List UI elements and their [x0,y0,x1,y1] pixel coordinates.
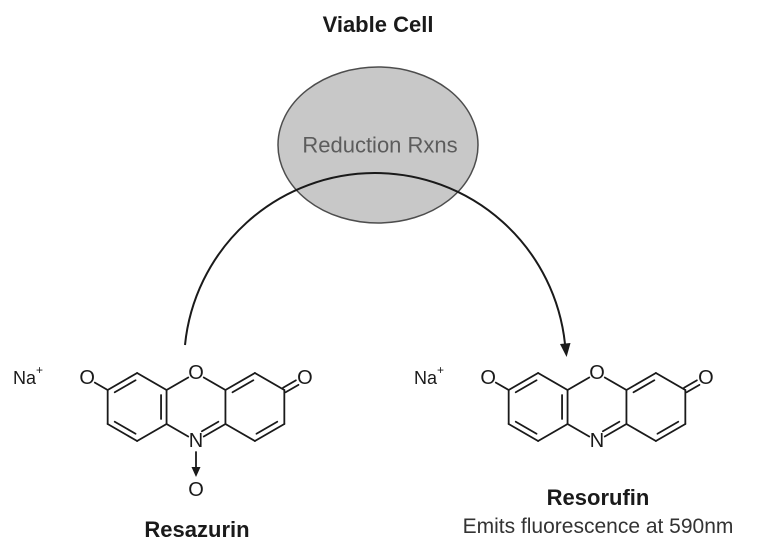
double-bond-line [514,379,538,394]
bond [106,423,139,442]
sodium-charge: + [437,363,444,377]
reduction-arrow-arc [184,172,566,346]
bond [165,423,190,438]
diagram-title: Viable Cell [323,12,434,37]
resorufin-structure: Na+ O O O N [414,362,714,452]
carbonyl-double-bond-line [685,383,701,394]
sodium-symbol: Na [414,368,438,388]
carbonyl-double-bond-line [683,379,698,389]
carbonyl-double-bond-line [284,383,300,394]
ring-nitrogen-label: N [189,430,203,452]
reduction-arrowhead [560,343,571,357]
bond [537,372,569,391]
hydroxyl-oxygen-label: O [79,367,95,389]
viable-cell-ellipse [277,66,479,224]
bond [507,423,540,442]
bond [202,376,227,391]
fluorescence-note: Emits fluorescence at 590nm [463,515,734,538]
bond [93,381,109,391]
sodium-charge: + [36,363,43,377]
bond-lines [494,372,701,442]
bond [625,372,657,391]
bond [253,372,286,391]
double-bond-line [656,420,680,435]
bond-lines [93,372,300,442]
bond [494,381,510,391]
bond [106,372,139,391]
carbonyl-oxygen-label: O [698,367,714,389]
sodium-counterion-label: Na+ [414,363,444,388]
n-oxide-arrowhead [191,467,201,477]
bond [136,372,168,391]
bond [566,376,591,391]
bond [224,372,256,391]
carbonyl-double-bond-line [282,379,297,389]
bond [625,423,657,442]
bond [202,423,227,438]
double-bond-line [231,379,255,394]
double-bond-line [632,379,656,394]
bond [136,423,168,442]
bond [603,376,628,391]
resazurin-structure: Na+ O O O N O [13,362,313,501]
double-bond-line [255,420,279,435]
sodium-counterion-label: Na+ [13,363,43,388]
double-bond-line [514,420,538,435]
bond [253,423,286,442]
resorufin-name: Resorufin [547,485,650,510]
double-bond-line [602,420,621,433]
double-bond-line [113,379,137,394]
bond [654,423,687,442]
ring-oxygen-label: O [188,362,204,384]
hydroxyl-oxygen-label: O [480,367,496,389]
bond [537,423,569,442]
bond [654,372,687,391]
bond [165,376,190,391]
bond [224,423,256,442]
ring-oxygen-label: O [589,362,605,384]
n-oxide-oxygen-label: O [188,479,204,501]
resazurin-name: Resazurin [144,517,249,542]
carbonyl-oxygen-label: O [297,367,313,389]
double-bond-line [201,420,220,433]
bond [566,423,591,438]
ring-nitrogen-label: N [590,430,604,452]
double-bond-line [113,420,137,435]
sodium-symbol: Na [13,368,37,388]
bond [507,372,540,391]
bond [603,423,628,438]
reduction-reactions-label: Reduction Rxns [302,133,457,158]
